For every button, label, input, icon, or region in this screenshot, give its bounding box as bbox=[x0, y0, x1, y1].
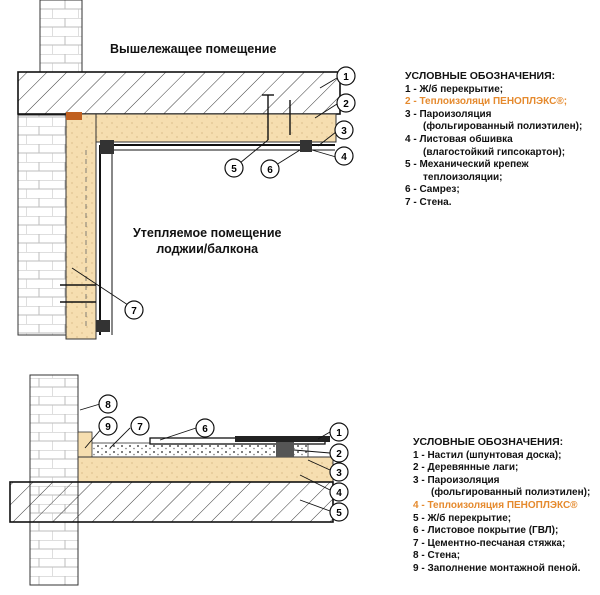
callout-top-3-label: 3 bbox=[341, 126, 347, 137]
top-legend-item: 6 - Самрез; bbox=[405, 184, 460, 196]
top-legend-item: 1 - Ж/б перекрытие; bbox=[405, 83, 504, 95]
bottom-legend-item: (фольгированный полиэтилен); bbox=[431, 487, 591, 499]
callout-bottom-6 bbox=[195, 418, 215, 438]
ceiling-insulation bbox=[65, 113, 337, 143]
lower-concrete-slab bbox=[9, 481, 334, 523]
callout-top-7-label: 7 bbox=[131, 306, 137, 317]
bottom-legend-title: УСЛОВНЫЕ ОБОЗНАЧЕНИЯ: bbox=[413, 436, 564, 448]
callout-bottom-8 bbox=[98, 394, 118, 414]
callout-top-4-label: 4 bbox=[341, 152, 347, 163]
callout-bottom-6-label: 6 bbox=[202, 424, 208, 435]
callout-bottom-1 bbox=[329, 422, 349, 442]
room-label-line2: лоджии/балкона bbox=[156, 242, 259, 256]
upper-wall bbox=[39, 0, 83, 73]
top-legend-item: 7 - Стена. bbox=[405, 196, 452, 208]
callout-top-2-label: 2 bbox=[343, 99, 349, 110]
callout-bottom-7-label: 7 bbox=[137, 422, 143, 433]
callout-bottom-5 bbox=[329, 502, 349, 522]
concrete-slab bbox=[17, 71, 341, 115]
bottom-legend-item: 3 - Пароизоляция bbox=[413, 474, 500, 486]
callout-top-1 bbox=[336, 66, 356, 86]
wall-insulation bbox=[65, 113, 97, 340]
callout-top-1-label: 1 bbox=[343, 72, 349, 83]
top-legend-item: (влагостойкий гипсокартон); bbox=[423, 146, 566, 158]
callout-bottom-8-label: 8 bbox=[105, 400, 111, 411]
callout-bottom-1-label: 1 bbox=[336, 428, 342, 439]
top-legend-title: УСЛОВНЫЕ ОБОЗНАЧЕНИЯ: bbox=[405, 70, 556, 82]
callout-bottom-4-label: 4 bbox=[336, 488, 342, 499]
room-label-line1: Утепляемое помещение bbox=[133, 226, 282, 240]
callout-top-5-label: 5 bbox=[231, 164, 237, 175]
top-section-drawing bbox=[17, 0, 341, 340]
callout-bottom-2-label: 2 bbox=[336, 449, 342, 460]
callout-bottom-3 bbox=[329, 462, 349, 482]
top-legend-item: (фольгированный полиэтилен); bbox=[423, 121, 583, 133]
top-legend-item: теплоизоляции; bbox=[423, 171, 503, 183]
bottom-legend-item: 9 - Заполнение монтажной пеной. bbox=[413, 562, 581, 574]
callout-top-3 bbox=[334, 120, 354, 140]
top-legend-item: 3 - Пароизоляция bbox=[405, 108, 492, 120]
top-legend-item: 4 - Листовая обшивка bbox=[405, 133, 513, 145]
top-callouts bbox=[124, 66, 356, 320]
bottom-legend-item: 1 - Настил (шпунтовая доска); bbox=[413, 449, 562, 461]
callout-top-2 bbox=[336, 93, 356, 113]
bottom-callouts bbox=[98, 394, 349, 522]
callout-bottom-9 bbox=[98, 416, 118, 436]
lower-wall bbox=[29, 374, 79, 586]
callout-bottom-7 bbox=[130, 416, 150, 436]
upper-room-label: Вышележащее помещение bbox=[110, 42, 277, 56]
side-wall bbox=[17, 114, 67, 336]
callout-top-4 bbox=[334, 146, 354, 166]
callout-bottom-9-label: 9 bbox=[105, 422, 111, 433]
callout-top-5 bbox=[224, 158, 244, 178]
callout-bottom-2 bbox=[329, 443, 349, 463]
top-legend-item: 2 - Теплоизоляци ПЕНОПЛЭКС®; bbox=[405, 96, 568, 108]
callout-top-6-label: 6 bbox=[267, 165, 273, 176]
bottom-legend-item: 2 - Деревянные лаги; bbox=[413, 462, 519, 474]
callout-bottom-5-label: 5 bbox=[336, 508, 342, 519]
top-legend: УСЛОВНЫЕ ОБОЗНАЧЕНИЯ: 1 - Ж/б перекрытие… bbox=[405, 70, 595, 210]
bottom-section-drawing bbox=[9, 374, 334, 586]
callout-bottom-3-label: 3 bbox=[336, 468, 342, 479]
callout-top-7 bbox=[124, 300, 144, 320]
floor-insulation bbox=[77, 456, 334, 483]
callout-bottom-4 bbox=[329, 482, 349, 502]
bottom-legend: УСЛОВНЫЕ ОБОЗНАЧЕНИЯ: 1 - Настил (шпунто… bbox=[413, 436, 598, 576]
top-legend-item: 5 - Механический крепеж bbox=[405, 159, 529, 171]
bottom-legend-item: 7 - Цементно-песчаная стяжка; bbox=[413, 537, 566, 549]
bottom-legend-item: 4 - Теплоизоляция ПЕНОПЛЭКС® bbox=[413, 499, 578, 511]
bottom-legend-item: 6 - Листовое покрытие (ГВЛ); bbox=[413, 525, 559, 537]
bottom-legend-item: 5 - Ж/б перекрытие; bbox=[413, 512, 512, 524]
callout-top-6 bbox=[260, 159, 280, 179]
room-label: Утепляемое помещение лоджии/балкона bbox=[133, 225, 281, 257]
bottom-legend-item: 8 - Стена; bbox=[413, 550, 461, 562]
